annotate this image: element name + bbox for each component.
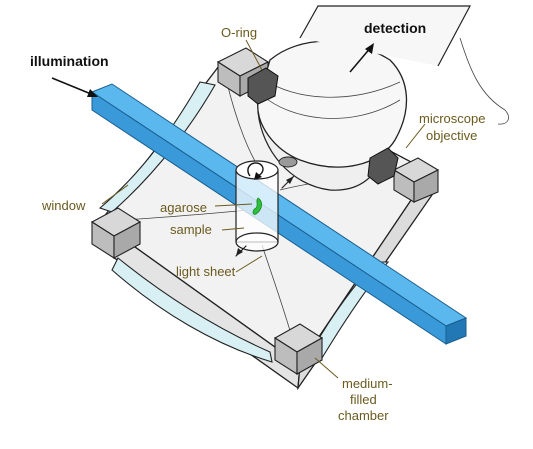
label-light-sheet: light sheet: [176, 264, 236, 279]
label-illumination: illumination: [30, 53, 109, 69]
label-microscope: microscope: [419, 111, 485, 126]
label-medium: medium-: [342, 376, 393, 391]
label-detection: detection: [364, 20, 426, 36]
label-agarose: agarose: [160, 200, 207, 215]
objective-barrel: [258, 41, 407, 167]
label-sample: sample: [170, 222, 212, 237]
label-chamber: chamber: [338, 408, 389, 423]
label-o-ring: O-ring: [221, 25, 257, 40]
label-window: window: [41, 198, 86, 213]
label-filled: filled: [350, 392, 377, 407]
label-objective: objective: [426, 128, 477, 143]
